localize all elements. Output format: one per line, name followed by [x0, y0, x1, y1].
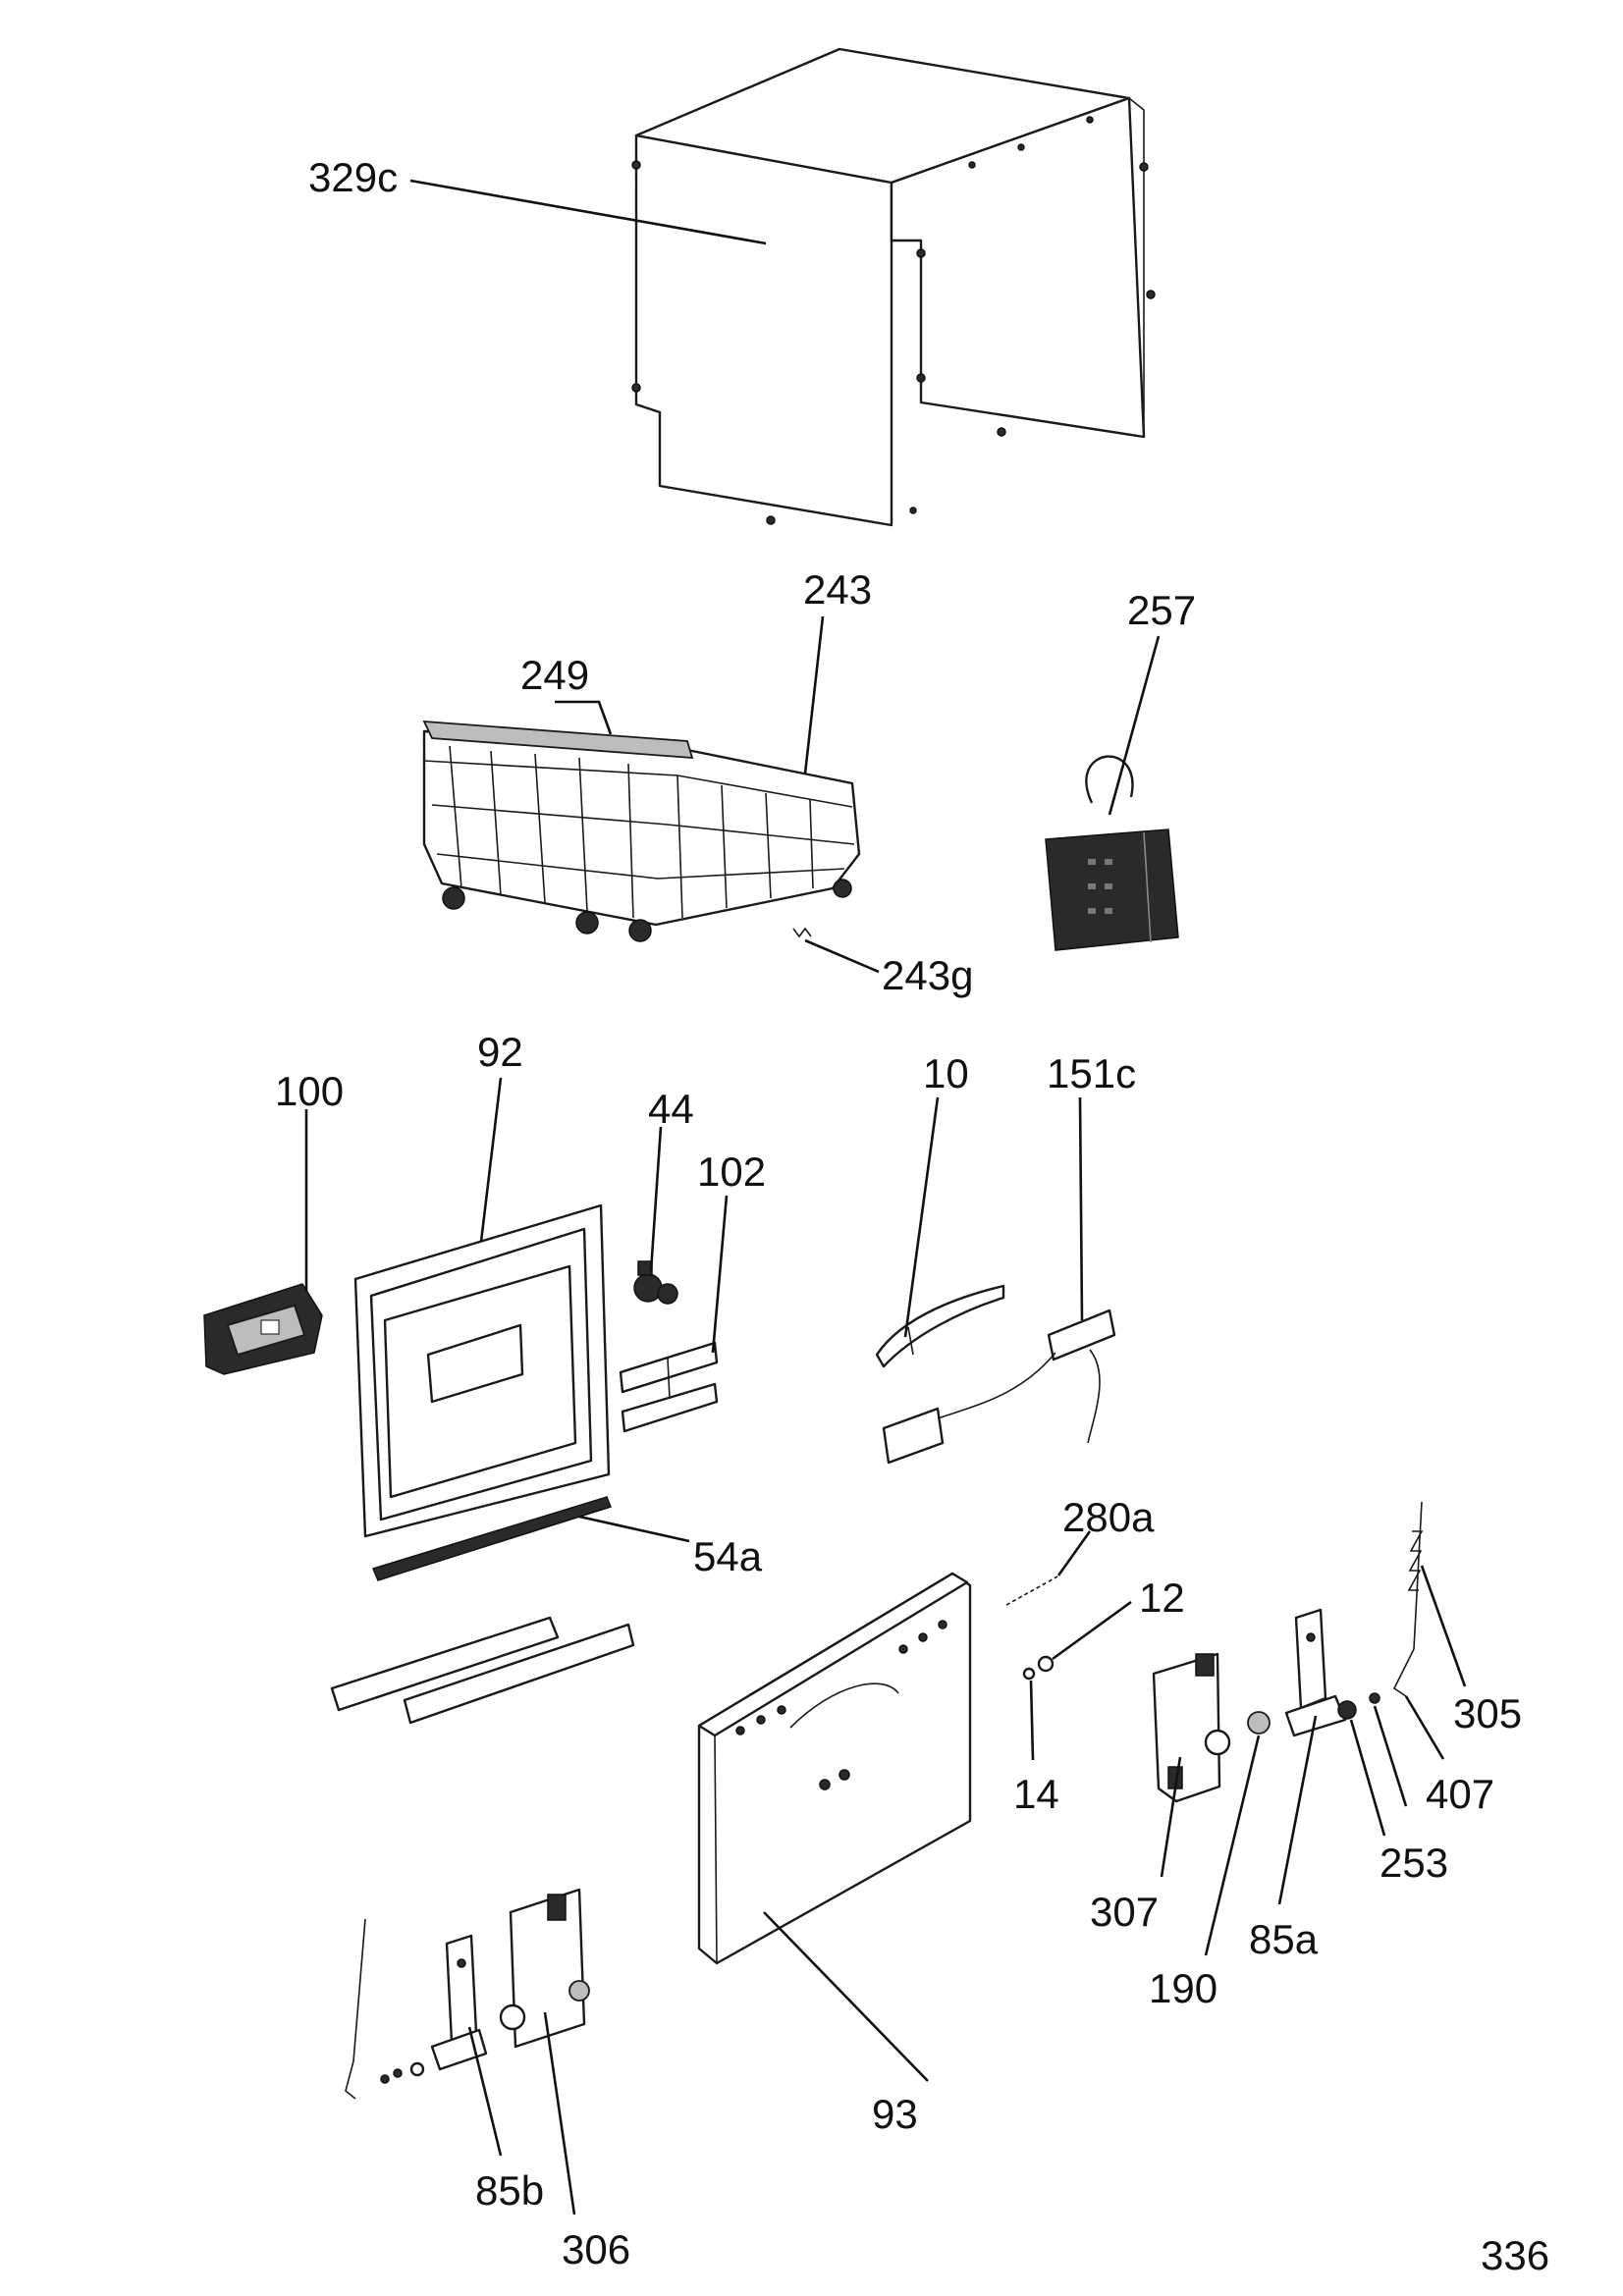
callout-307: 307: [1090, 1889, 1159, 1935]
callout-249: 249: [520, 652, 589, 698]
callout-100: 100: [275, 1068, 344, 1114]
callout-92: 92: [477, 1029, 523, 1075]
callout-54a: 54a: [693, 1533, 763, 1579]
left-spring-rod: [345, 1918, 425, 2100]
callout-14: 14: [1013, 1771, 1059, 1817]
callout-labels: 329c 243 249 257 243g 100 92 44 102 10 1…: [275, 154, 1522, 2272]
part-243g-clip: [792, 927, 812, 938]
callout-44: 44: [648, 1086, 694, 1132]
callout-10: 10: [923, 1050, 969, 1096]
part-280a-spring: [1005, 1575, 1058, 1606]
part-151c-switch: [882, 1308, 1116, 1465]
part-85b-hinge: [430, 1934, 488, 2071]
part-10-hinge-cover: [875, 1284, 1005, 1368]
callout-85a: 85a: [1249, 1916, 1319, 1962]
part-102-bracket: [619, 1341, 719, 1433]
callout-280a: 280a: [1062, 1494, 1155, 1540]
callout-102: 102: [697, 1148, 766, 1195]
part-100-control-box: [203, 1283, 323, 1375]
part-93-outer-door: [697, 1572, 972, 1965]
part-92-inner-door: [353, 1203, 611, 1538]
part-305-spring-rod: [1392, 1501, 1424, 1697]
callout-190: 190: [1149, 1965, 1217, 2011]
part-14-roller: [1022, 1667, 1036, 1681]
callout-306: 306: [562, 2226, 630, 2272]
callout-329c: 329c: [308, 154, 398, 200]
part-407-screw: [1369, 1692, 1380, 1704]
callout-151c: 151c: [1047, 1050, 1136, 1096]
part-257-cutlery-basket: [1045, 755, 1179, 951]
callout-243: 243: [803, 566, 872, 613]
part-190-washer: [1247, 1711, 1271, 1735]
part-243-dish-rack: [422, 720, 861, 942]
part-307-hinge-plate: [1152, 1652, 1231, 1803]
part-253-bushing: [1337, 1700, 1357, 1720]
part-306-hinge-plate: [499, 1888, 590, 2049]
callout-305: 305: [1453, 1690, 1522, 1736]
page-number: 336: [1481, 2232, 1549, 2278]
callout-12: 12: [1139, 1575, 1185, 1621]
part-12-pin: [1037, 1655, 1055, 1673]
part-329c-cabinet-wrap: [631, 47, 1156, 527]
callout-85b: 85b: [475, 2167, 544, 2214]
leader-lines: [304, 179, 1467, 2216]
callout-407: 407: [1426, 1771, 1494, 1817]
callout-243g: 243g: [882, 952, 973, 998]
part-54a-gasket-strip: [371, 1496, 612, 1581]
callout-253: 253: [1380, 1840, 1448, 1886]
callout-257: 257: [1127, 587, 1196, 633]
side-trim-strips: [330, 1616, 635, 1725]
part-44-valve: [633, 1260, 678, 1305]
callout-93: 93: [872, 2091, 918, 2137]
